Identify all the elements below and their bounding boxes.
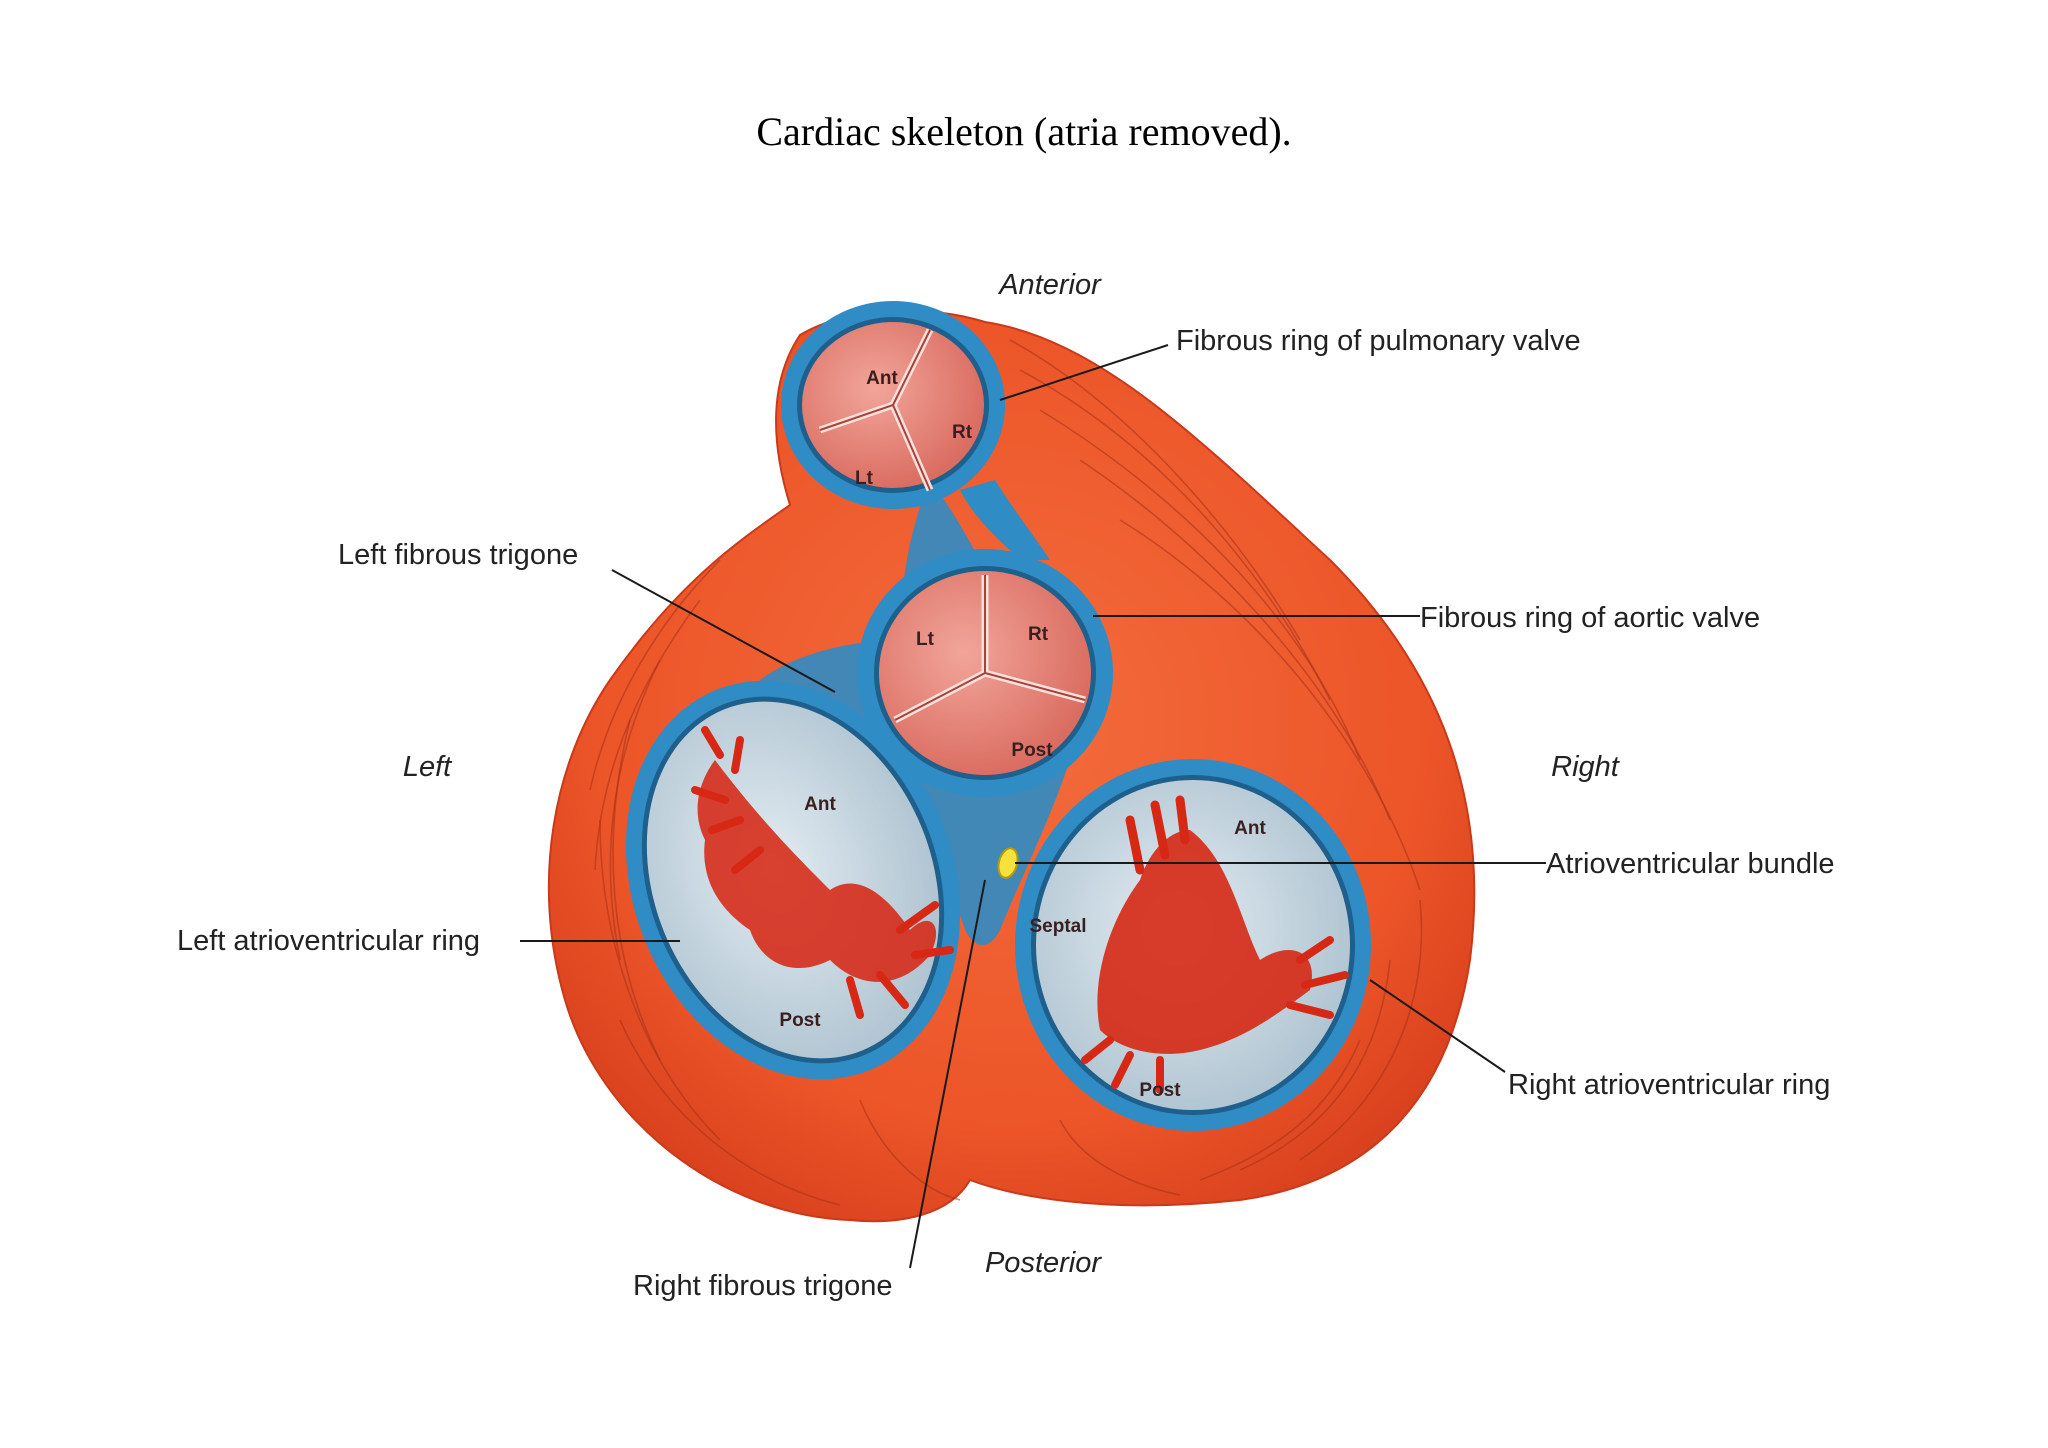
leader-pulmonary-ring: [999, 344, 1169, 401]
page-title: Cardiac skeleton (atria removed).: [756, 109, 1292, 154]
label-right-fibrous-trigone: Right fibrous trigone: [633, 1270, 893, 1302]
aortic-cusp-lt: Lt: [916, 629, 935, 650]
av-bundle-marker: [997, 847, 1019, 879]
label-right-av-ring: Right atrioventricular ring: [1508, 1069, 1830, 1101]
leader-lines: [520, 344, 1546, 1269]
pulmonary-valve: Ant Rt Lt: [781, 301, 1005, 509]
aortic-valve: Lt Rt Post: [857, 549, 1113, 797]
pulmonary-cusp-lt: Lt: [855, 468, 874, 489]
label-fibrous-ring-pulmonary: Fibrous ring of pulmonary valve: [1176, 325, 1581, 357]
tricuspid-cusp-ant: Ant: [1234, 818, 1266, 839]
label-left-av-ring: Left atrioventricular ring: [177, 925, 480, 957]
leader-right-trigone: [909, 879, 986, 1269]
mitral-cusp-post: Post: [779, 1010, 821, 1031]
tricuspid-cusp-septal: Septal: [1029, 916, 1086, 937]
label-fibrous-ring-aortic: Fibrous ring of aortic valve: [1420, 602, 1760, 634]
orientation-posterior: Posterior: [985, 1247, 1102, 1279]
pulmonary-cusp-rt: Rt: [952, 422, 973, 443]
leader-right-av-ring: [1369, 979, 1506, 1073]
mitral-cusp-ant: Ant: [804, 794, 836, 815]
leader-left-trigone: [611, 569, 836, 693]
tricuspid-valve: Ant Septal Post: [1015, 759, 1371, 1131]
aortic-cusp-rt: Rt: [1028, 624, 1049, 645]
label-left-fibrous-trigone: Left fibrous trigone: [338, 539, 578, 571]
aortic-cusp-post: Post: [1011, 740, 1053, 761]
pulmonary-cusp-ant: Ant: [866, 368, 898, 389]
orientation-left: Left: [403, 751, 453, 783]
label-av-bundle: Atrioventricular bundle: [1546, 848, 1835, 880]
orientation-right: Right: [1551, 751, 1621, 783]
tricuspid-cusp-post: Post: [1139, 1080, 1181, 1101]
mitral-valve: Ant Post: [625, 680, 961, 1080]
orientation-anterior: Anterior: [997, 269, 1102, 301]
